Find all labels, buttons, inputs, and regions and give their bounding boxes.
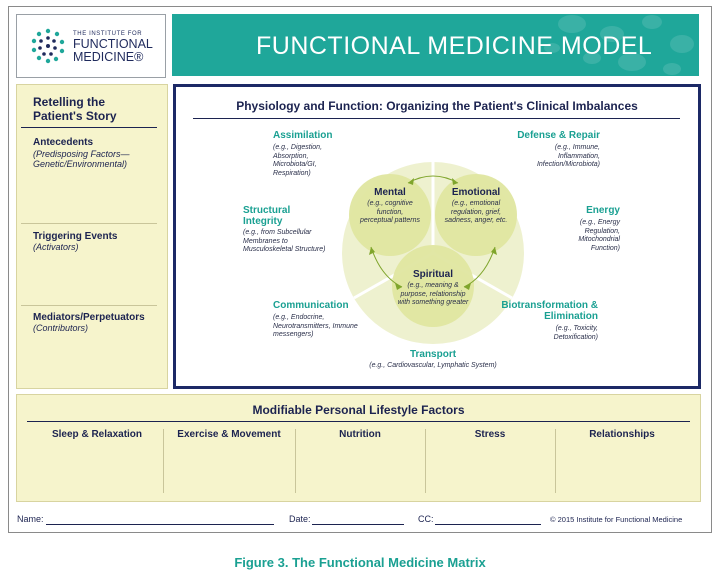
- spiritual-circle: [392, 245, 474, 327]
- cc-label: CC:: [418, 514, 434, 524]
- patient-story-heading: Retelling the Patient's Story: [33, 95, 117, 123]
- figure-caption: Figure 3. The Functional Medicine Matrix: [234, 555, 486, 570]
- logo-line-2: FUNCTIONAL: [73, 37, 153, 51]
- column-divider: [295, 429, 296, 493]
- transport-label: Transport: [409, 349, 457, 360]
- mental-label: Mental: [374, 187, 406, 198]
- lifestyle-column-relationships: Relationships: [589, 429, 655, 440]
- emotional-desc: (e.g., emotional regulation, grief, sadn…: [444, 200, 508, 224]
- divider: [21, 305, 157, 306]
- arrowhead-icon: [408, 178, 414, 185]
- lifestyle-column-stress: Stress: [474, 429, 506, 440]
- lifestyle-column-nutrition: Nutrition: [339, 429, 381, 440]
- energy-label: Energy: [586, 205, 620, 216]
- logo-mark-icon: [31, 28, 65, 64]
- date-label: Date:: [289, 514, 311, 524]
- mediators-subtitle: (Contributors): [33, 323, 89, 333]
- transport-desc: (e.g., Cardiovascular, Lymphatic System): [369, 362, 497, 369]
- mental-desc: (e.g., cognitive function, perceptual pa…: [360, 200, 420, 224]
- cc-field[interactable]: [435, 524, 541, 525]
- communication-label: Communication: [273, 300, 349, 311]
- banner-pattern-icon: [544, 15, 694, 75]
- mental-circle: [349, 174, 431, 256]
- arrowhead-icon: [452, 178, 458, 185]
- emotional-label: Emotional: [451, 187, 501, 198]
- biotransformation-desc: (e.g., Toxicity, Detoxification): [553, 325, 598, 341]
- divider: [21, 223, 157, 224]
- assimilation-label: Assimilation: [273, 130, 333, 141]
- lifestyle-column-sleep: Sleep & Relaxation: [51, 429, 143, 440]
- lifestyle-panel: Modifiable Personal Lifestyle Factors Sl…: [16, 394, 701, 502]
- arrowhead-icon: [491, 247, 497, 255]
- column-divider: [555, 429, 556, 493]
- lifestyle-column-exercise: Exercise & Movement: [177, 429, 281, 440]
- divider: [21, 127, 157, 128]
- triggering-events-title: Triggering Events: [33, 231, 118, 242]
- name-label: Name:: [17, 514, 44, 524]
- mediators-title: Mediators/Perpetuators: [33, 312, 145, 323]
- ifm-logo: THE INSTITUTE FOR FUNCTIONAL MEDICINE®: [16, 14, 166, 78]
- antecedents-subtitle: (Predisposing Factors—Genetic/Environmen…: [33, 149, 130, 169]
- arrowhead-icon: [369, 247, 375, 255]
- date-field[interactable]: [312, 524, 404, 525]
- triggering-events-subtitle: (Activators): [33, 242, 79, 252]
- emotional-circle: [435, 174, 517, 256]
- defense-repair-label: Defense & Repair: [517, 130, 600, 141]
- divider: [193, 118, 680, 119]
- logo-line-1: THE INSTITUTE FOR: [73, 31, 143, 37]
- copyright: © 2015 Institute for Functional Medicine: [550, 515, 683, 524]
- patient-story-panel: Retelling the Patient's Story Antecedent…: [16, 84, 168, 389]
- column-divider: [425, 429, 426, 493]
- core-diagram: [342, 162, 524, 344]
- arrowhead-icon: [395, 283, 402, 290]
- structural-integrity-desc: (e.g., from Subcellular Membranes to Mus…: [243, 229, 326, 253]
- arrowhead-icon: [464, 283, 471, 290]
- logo-line-3: MEDICINE®: [73, 50, 144, 64]
- banner-title: FUNCTIONAL MEDICINE MODEL: [256, 32, 653, 60]
- spiritual-label: Spiritual: [412, 269, 453, 280]
- divider: [27, 421, 690, 422]
- assimilation-desc: (e.g., Digestion, Absorption, Microbiota…: [273, 144, 323, 177]
- name-field[interactable]: [46, 524, 274, 525]
- lifestyle-title: Modifiable Personal Lifestyle Factors: [252, 403, 465, 417]
- model-banner: FUNCTIONAL MEDICINE MODEL: [172, 14, 699, 76]
- defense-repair-desc: (e.g., Immune, Inflammation, Infection/M…: [536, 144, 600, 168]
- energy-desc: (e.g., Energy Regulation, Mitochondrial …: [578, 219, 620, 252]
- spiritual-desc: (e.g., meaning & purpose, relationship w…: [397, 282, 469, 306]
- structural-integrity-label: Structural Integrity: [243, 205, 291, 227]
- physiology-title: Physiology and Function: Organizing the …: [236, 99, 638, 113]
- biotransformation-label: Biotransformation & Elimination: [501, 300, 598, 322]
- physiology-panel: Physiology and Function: Organizing the …: [173, 84, 701, 389]
- antecedents-title: Antecedents: [33, 137, 94, 148]
- communication-desc: (e.g., Endocrine, Neurotransmitters, Imm…: [273, 314, 358, 338]
- column-divider: [163, 429, 164, 493]
